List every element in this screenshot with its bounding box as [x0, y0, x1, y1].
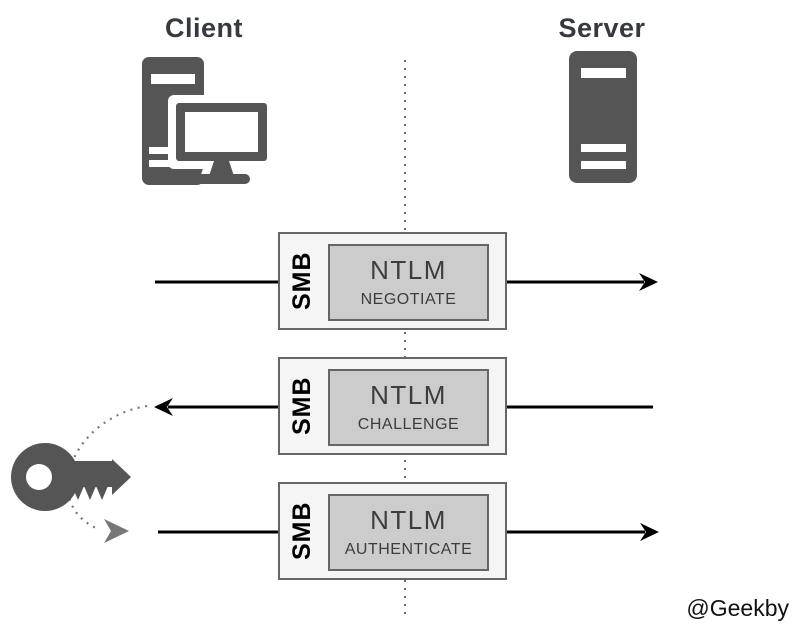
ntlm-title: NTLM	[370, 380, 447, 411]
key-derivation-arrowhead-icon	[104, 519, 129, 543]
client-title: Client	[164, 13, 243, 43]
ntlm-challenge-inner-box: NTLM CHALLENGE	[328, 369, 489, 446]
authenticate-arrow	[158, 523, 659, 541]
server-title: Server	[558, 13, 646, 43]
key-icon	[11, 443, 131, 511]
client-computer-icon	[142, 57, 275, 185]
negotiate-arrow	[155, 273, 658, 291]
ntlm-authenticate-inner-box: NTLM AUTHENTICATE	[328, 494, 489, 571]
challenge-arrow	[154, 398, 653, 416]
server-tower-icon	[569, 51, 637, 183]
watermark-credit: @Geekby	[686, 595, 789, 621]
ntlm-subtitle: NEGOTIATE	[360, 290, 457, 308]
right-arrowhead-icon	[640, 523, 659, 541]
authenticate-message-box: SMB NTLM AUTHENTICATE	[278, 482, 507, 580]
ntlm-negotiate-inner-box: NTLM NEGOTIATE	[328, 244, 489, 321]
ntlm-title: NTLM	[370, 255, 447, 286]
left-arrowhead-icon	[154, 398, 173, 416]
negotiate-message-box: SMB NTLM NEGOTIATE	[278, 232, 507, 330]
ntlm-title: NTLM	[370, 505, 447, 536]
smb-protocol-label: SMB	[288, 501, 316, 561]
smb-protocol-label: SMB	[288, 376, 316, 436]
ntlm-subtitle: AUTHENTICATE	[344, 540, 473, 558]
challenge-message-box: SMB NTLM CHALLENGE	[278, 357, 507, 455]
smb-protocol-label: SMB	[288, 251, 316, 311]
right-arrowhead-icon	[639, 273, 658, 291]
ntlm-subtitle: CHALLENGE	[357, 415, 460, 433]
